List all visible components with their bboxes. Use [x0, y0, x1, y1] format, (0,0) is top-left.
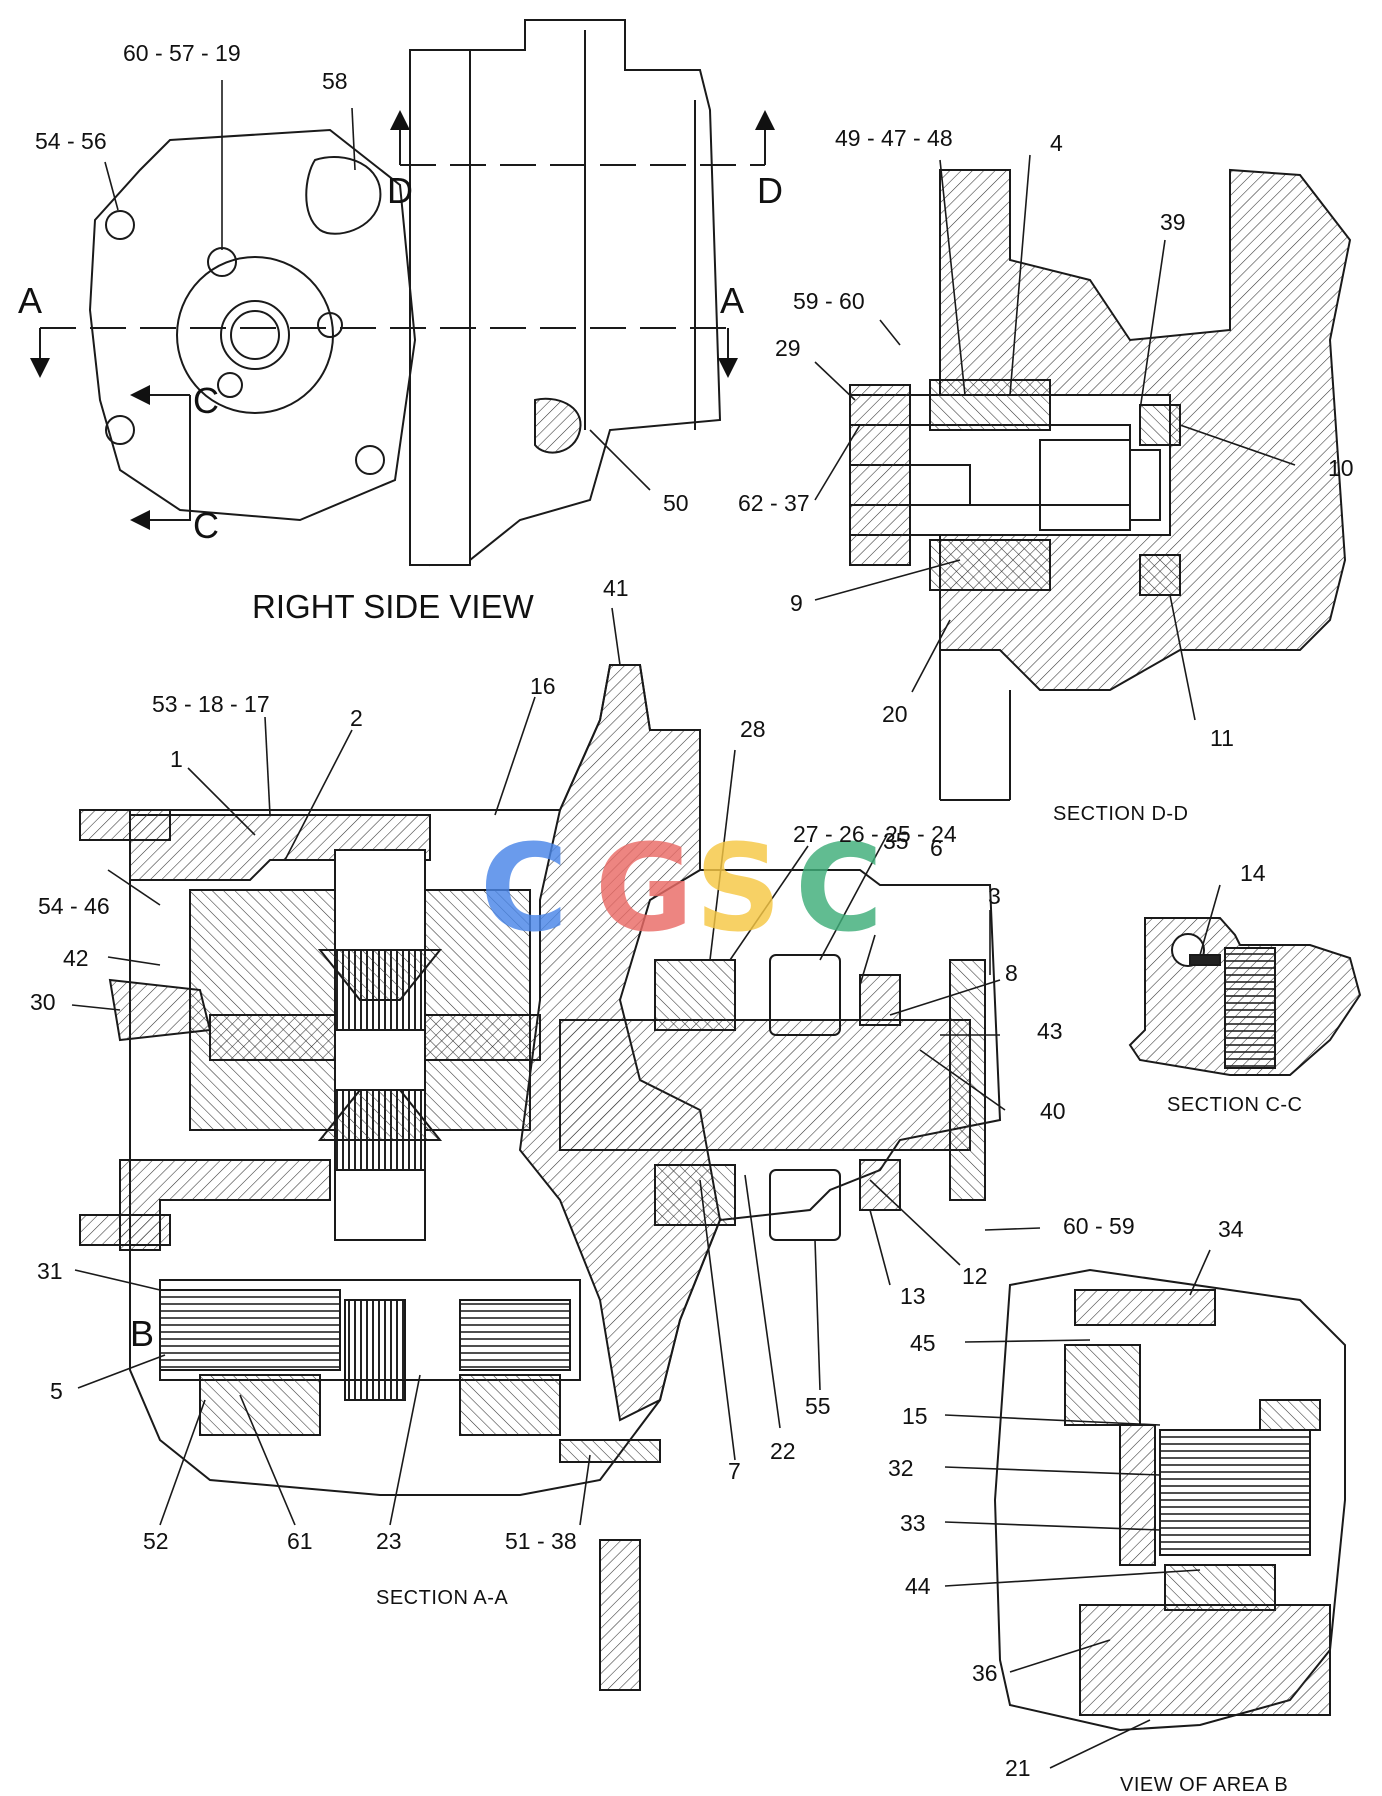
callout-54-56: 54 - 56 — [35, 128, 107, 154]
cut-mark-d-left: D — [387, 170, 413, 211]
callout-21: 21 — [1005, 1755, 1031, 1781]
callout-10: 10 — [1328, 455, 1354, 481]
callout-20: 20 — [882, 701, 908, 727]
callout-58: 58 — [322, 68, 348, 94]
callout-30: 30 — [30, 989, 56, 1015]
callout-50: 50 — [663, 490, 689, 516]
callout-42: 42 — [63, 945, 89, 971]
cut-mark-c-bottom: C — [193, 505, 219, 546]
callout-14: 14 — [1240, 860, 1266, 886]
view-area-b-drawing — [993, 1268, 1346, 1732]
callout-13: 13 — [900, 1283, 926, 1309]
cut-mark-a-right: A — [720, 280, 745, 321]
callout-34: 34 — [1218, 1216, 1244, 1242]
area-b-marker: B — [130, 1313, 155, 1354]
watermark-letter-1: C — [480, 820, 569, 959]
callout-60-59: 60 - 59 — [1063, 1213, 1135, 1239]
callout-52: 52 — [143, 1528, 169, 1554]
callout-28: 28 — [740, 716, 766, 742]
callout-16: 16 — [530, 673, 556, 699]
callout-53-18-17: 53 - 18 - 17 — [152, 691, 270, 717]
callout-31: 31 — [37, 1258, 63, 1284]
callout-8: 8 — [1005, 960, 1018, 986]
callout-1: 1 — [170, 746, 183, 772]
callout-3: 3 — [988, 883, 1001, 909]
callout-41: 41 — [603, 575, 629, 601]
callout-4: 4 — [1050, 130, 1063, 156]
callout-22: 22 — [770, 1438, 796, 1464]
callout-12: 12 — [962, 1263, 988, 1289]
watermark-letter-4: C — [795, 820, 884, 959]
watermark-letter-3: S — [695, 820, 782, 959]
callout-7: 7 — [728, 1458, 741, 1484]
callout-60-57-19: 60 - 57 - 19 — [123, 40, 241, 66]
callout-44: 44 — [905, 1573, 931, 1599]
cut-mark-d-right: D — [757, 170, 783, 211]
callout-6: 6 — [930, 835, 943, 861]
callout-11: 11 — [1210, 725, 1234, 751]
callout-40: 40 — [1040, 1098, 1066, 1124]
callout-43: 43 — [1037, 1018, 1063, 1044]
callout-29: 29 — [775, 335, 801, 361]
cut-mark-c-top: C — [193, 380, 219, 421]
callout-55: 55 — [805, 1393, 831, 1419]
callout-33: 33 — [900, 1510, 926, 1536]
callout-15: 15 — [902, 1403, 928, 1429]
callout-59-60: 59 - 60 — [793, 288, 865, 314]
section-dd-drawing — [849, 168, 1352, 801]
section-aa-drawing — [79, 664, 1002, 1691]
callout-54-46: 54 - 46 — [38, 893, 110, 919]
section-aa-title: SECTION A-A — [376, 1587, 509, 1609]
callout-35: 35 — [883, 828, 909, 854]
callout-49-47-48: 49 - 47 - 48 — [835, 125, 953, 151]
callout-9: 9 — [790, 590, 803, 616]
cut-mark-a-left: A — [18, 280, 43, 321]
callout-27-26-25-24: 27 - 26 - 25 - 24 — [793, 821, 957, 847]
callout-32: 32 — [888, 1455, 914, 1481]
section-dd-title: SECTION D-D — [1053, 803, 1189, 825]
callout-45: 45 — [910, 1330, 936, 1356]
watermark-letter-2: G — [595, 820, 694, 959]
callout-61: 61 — [287, 1528, 313, 1554]
callout-51-38: 51 - 38 — [505, 1528, 577, 1554]
callout-62-37: 62 - 37 — [738, 490, 810, 516]
callout-23: 23 — [376, 1528, 402, 1554]
right-side-view-title: RIGHT SIDE VIEW — [252, 588, 534, 625]
leader-lines — [71, 80, 1296, 1769]
area-b-title: VIEW OF AREA B — [1120, 1774, 1289, 1796]
right-side-view-drawing — [30, 19, 775, 567]
callout-36: 36 — [972, 1660, 998, 1686]
callout-39: 39 — [1160, 209, 1186, 235]
section-cc-title: SECTION C-C — [1167, 1094, 1303, 1116]
callout-5: 5 — [50, 1378, 63, 1404]
section-cc-drawing — [1128, 917, 1362, 1076]
callout-2: 2 — [350, 705, 363, 731]
